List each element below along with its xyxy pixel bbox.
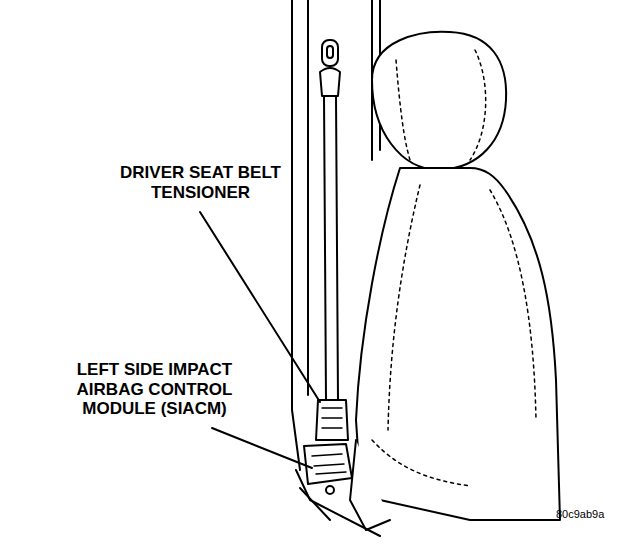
floor-line <box>300 488 330 520</box>
d-ring-slot <box>327 46 333 58</box>
seat-back <box>356 168 560 520</box>
d-ring <box>322 40 338 66</box>
headrest <box>372 32 506 170</box>
belt-guide <box>320 68 340 96</box>
figure-code: 80c9ab9a <box>556 508 604 520</box>
module-connector <box>326 486 334 494</box>
part-label: DRIVER SEAT BELT TENSIONER <box>118 163 283 202</box>
belt-strap <box>324 96 338 400</box>
leader-line <box>212 428 312 468</box>
stitching <box>388 185 420 430</box>
tensioner-detail <box>322 408 342 428</box>
seat-side <box>350 440 390 530</box>
stitching <box>490 190 536 420</box>
stitching <box>396 50 486 160</box>
module-detail <box>312 454 346 474</box>
pillar-edge <box>292 0 300 470</box>
part-label: LEFT SIDE IMPACT AIRBAG CONTROL MODULE (… <box>72 360 237 419</box>
siacm-module <box>304 444 352 484</box>
pillar-edge <box>307 0 309 395</box>
belt-tensioner <box>316 400 348 440</box>
stitching <box>372 440 470 486</box>
